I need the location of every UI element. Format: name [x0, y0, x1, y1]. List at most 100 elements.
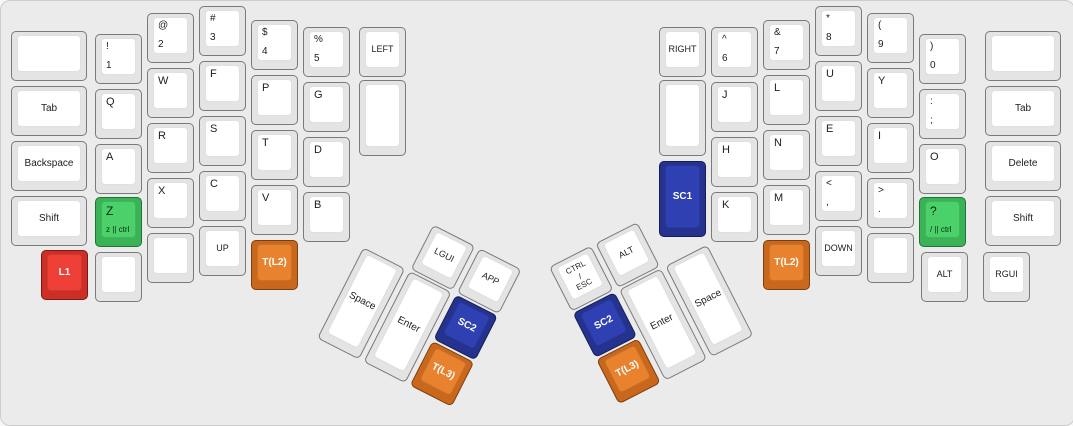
key-tab-right[interactable]: Tab — [985, 86, 1061, 136]
key-shift-right-cap: Shift — [991, 200, 1055, 237]
key-m[interactable]: M — [763, 185, 810, 235]
key-shift-left-cap: Shift — [17, 200, 81, 237]
key-caret-6[interactable]: ^6 — [711, 27, 758, 77]
key-t-l3-right-label: T(L3) — [613, 358, 641, 380]
key-gt-period-label: . — [878, 204, 881, 215]
key-t-l2-left[interactable]: T(L2) — [251, 240, 298, 290]
key-sc1-label: SC1 — [672, 190, 693, 202]
key-colon-semicolon[interactable]: :; — [919, 89, 966, 139]
key-up[interactable]: UP — [199, 226, 246, 276]
key-blank-right-outer-top[interactable] — [985, 31, 1061, 81]
key-c-cap: C — [205, 175, 240, 212]
key-blank-left-col2-bottom[interactable] — [95, 252, 142, 302]
key-amp-7[interactable]: &7 — [763, 20, 810, 70]
key-q-label: Q — [106, 96, 115, 108]
key-at-2-cap: @2 — [153, 17, 188, 54]
key-t[interactable]: T — [251, 130, 298, 180]
key-right-arrow[interactable]: RIGHT — [659, 27, 706, 77]
key-blank-right-col-bottom-cap — [873, 237, 908, 274]
key-backspace[interactable]: Backspace — [11, 141, 87, 191]
key-exclaim-1-label: ! — [106, 41, 109, 52]
key-blank-left-outer-top[interactable] — [11, 31, 87, 81]
key-at-2[interactable]: @2 — [147, 13, 194, 63]
key-sc2-right-label: SC2 — [592, 312, 615, 332]
key-w[interactable]: W — [147, 68, 194, 118]
key-percent-5-label: % — [314, 34, 323, 45]
key-l1[interactable]: L1 — [41, 250, 88, 300]
key-d[interactable]: D — [303, 137, 350, 187]
key-app-label: APP — [480, 270, 501, 288]
key-blank-right-inner-tall[interactable] — [659, 80, 706, 156]
key-k[interactable]: K — [711, 192, 758, 242]
key-up-label: UP — [216, 243, 229, 254]
key-shift-left[interactable]: Shift — [11, 196, 87, 246]
key-b[interactable]: B — [303, 192, 350, 242]
key-n[interactable]: N — [763, 130, 810, 180]
key-blank-right-col-bottom[interactable] — [867, 233, 914, 283]
key-rgui[interactable]: RGUI — [983, 252, 1030, 302]
key-c[interactable]: C — [199, 171, 246, 221]
key-shift-right[interactable]: Shift — [985, 196, 1061, 246]
key-gt-period[interactable]: >. — [867, 178, 914, 228]
key-percent-5[interactable]: %5 — [303, 27, 350, 77]
key-tab-left-label: Tab — [40, 102, 58, 114]
key-j[interactable]: J — [711, 82, 758, 132]
key-lt-comma[interactable]: <, — [815, 171, 862, 221]
key-rparen-0[interactable]: )0 — [919, 34, 966, 84]
key-p-cap: P — [257, 79, 292, 116]
key-left-arrow[interactable]: LEFT — [359, 27, 406, 77]
key-down[interactable]: DOWN — [815, 226, 862, 276]
key-e[interactable]: E — [815, 116, 862, 166]
key-f[interactable]: F — [199, 61, 246, 111]
key-alt-right-cap: ALT — [927, 256, 962, 293]
key-o[interactable]: O — [919, 144, 966, 194]
key-rgui-cap: RGUI — [989, 256, 1024, 293]
key-q[interactable]: Q — [95, 89, 142, 139]
key-p[interactable]: P — [251, 75, 298, 125]
key-dollar-4[interactable]: $4 — [251, 20, 298, 70]
key-exclaim-1[interactable]: !1 — [95, 34, 142, 84]
key-sc1[interactable]: SC1 — [659, 161, 706, 237]
key-at-2-label: @ — [158, 20, 169, 31]
key-r[interactable]: R — [147, 123, 194, 173]
key-blank-left-inner-tall-cap — [365, 84, 400, 147]
key-rparen-0-label: ) — [930, 41, 934, 52]
key-left-arrow-label: LEFT — [371, 44, 394, 55]
key-blank-left-inner-tall[interactable] — [359, 80, 406, 156]
key-a[interactable]: A — [95, 144, 142, 194]
key-l1-cap: L1 — [47, 254, 82, 291]
key-t-l2-right[interactable]: T(L2) — [763, 240, 810, 290]
key-space-left-label: Space — [347, 289, 378, 313]
key-left-arrow-cap: LEFT — [365, 31, 400, 68]
key-t-cap: T — [257, 134, 292, 171]
key-l[interactable]: L — [763, 75, 810, 125]
key-exclaim-1-cap: !1 — [101, 38, 136, 75]
key-delete[interactable]: Delete — [985, 141, 1061, 191]
key-alt-right[interactable]: ALT — [921, 252, 968, 302]
key-k-label: K — [722, 199, 730, 211]
key-slash-ctrl-label: ? — [930, 204, 937, 218]
key-lparen-9[interactable]: (9 — [867, 13, 914, 63]
key-s[interactable]: S — [199, 116, 246, 166]
key-u[interactable]: U — [815, 61, 862, 111]
key-delete-cap: Delete — [991, 145, 1055, 182]
key-v[interactable]: V — [251, 185, 298, 235]
key-slash-ctrl[interactable]: ?/ || ctrl — [919, 197, 966, 247]
key-i[interactable]: I — [867, 123, 914, 173]
key-tab-left[interactable]: Tab — [11, 86, 87, 136]
key-rparen-0-label: 0 — [930, 60, 936, 71]
key-hash-3[interactable]: #3 — [199, 6, 246, 56]
key-y[interactable]: Y — [867, 68, 914, 118]
key-r-label: R — [158, 130, 166, 142]
key-g[interactable]: G — [303, 82, 350, 132]
key-t-label: T — [262, 137, 269, 149]
key-blank-left-col3-bottom[interactable] — [147, 233, 194, 283]
key-h[interactable]: H — [711, 137, 758, 187]
key-dollar-4-label: $ — [262, 27, 268, 38]
key-x[interactable]: X — [147, 178, 194, 228]
key-ctrl-esc-cap: CTRL/ESC — [556, 251, 605, 301]
key-caret-6-label: 6 — [722, 53, 728, 64]
key-l-label: L — [774, 82, 781, 94]
key-star-8[interactable]: *8 — [815, 6, 862, 56]
